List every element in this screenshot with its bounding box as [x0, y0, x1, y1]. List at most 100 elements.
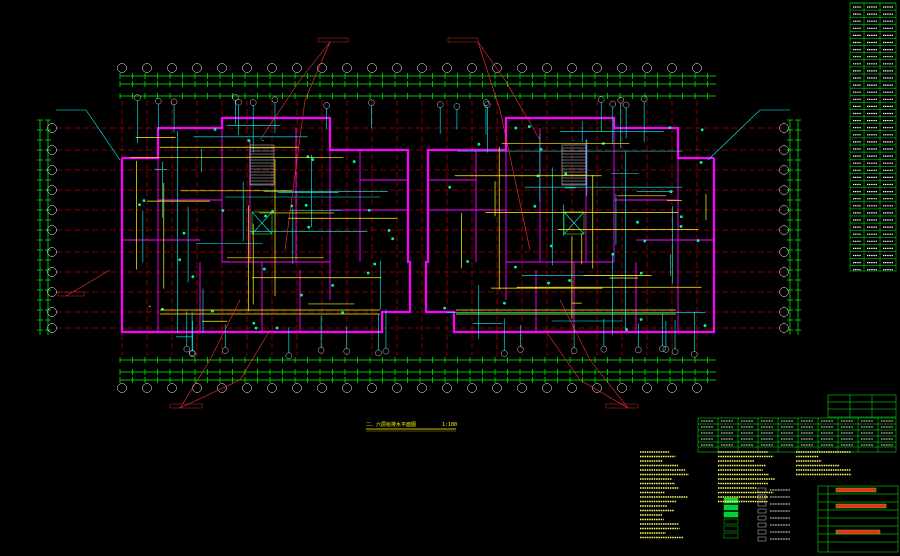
drawing-title-block: 二、六层给排水平面图 1:100 — [366, 421, 457, 432]
side-callout — [707, 109, 790, 161]
callout-bubble — [343, 348, 350, 355]
fixture-mark — [514, 265, 517, 269]
fixture-mark — [703, 324, 707, 327]
axis-bubble — [779, 145, 789, 155]
axis-bubble — [217, 383, 227, 393]
callout-bubble — [482, 99, 490, 106]
axis-bubble — [47, 123, 57, 133]
axis-bubble — [142, 383, 152, 393]
callout-bubble — [368, 99, 375, 106]
axis-bubble — [417, 63, 427, 73]
pipe-swatch — [723, 525, 739, 532]
schedule-table — [849, 2, 897, 272]
fixture-mark — [264, 214, 268, 218]
symbol-swatch — [757, 515, 767, 521]
axis-bubble — [492, 63, 502, 73]
fixture-mark — [533, 204, 537, 208]
exterior-wall — [120, 116, 412, 334]
pipe-swatch — [723, 518, 739, 525]
axis-bubble — [167, 383, 177, 393]
axis-bubble — [617, 63, 627, 73]
section-leader — [259, 41, 331, 141]
fixture-mark — [699, 161, 703, 164]
section-label — [447, 37, 479, 43]
fixture-mark — [514, 126, 518, 130]
callout-bubble — [222, 347, 229, 354]
axis-bubble — [292, 63, 302, 73]
axis-bubble — [47, 165, 57, 175]
axis-bubble — [47, 267, 57, 277]
callout-bubble — [640, 95, 648, 102]
axis-bubble — [267, 63, 277, 73]
axis-bubble — [567, 383, 577, 393]
axis-bubble — [517, 63, 527, 73]
axis-bubble — [47, 145, 57, 155]
section-leader — [179, 299, 241, 409]
axis-bubble — [392, 63, 402, 73]
fixture-mark — [352, 160, 356, 163]
axis-bubbles — [47, 63, 789, 393]
callout-bubble — [183, 345, 191, 353]
axis-bubble — [779, 165, 789, 175]
axis-bubble — [592, 63, 602, 73]
pipe-swatch — [723, 504, 739, 511]
callout-bubble — [170, 98, 178, 106]
axis-bubble — [142, 63, 152, 73]
callout-bubble — [232, 94, 239, 101]
axis-bubble — [467, 383, 477, 393]
section-leader — [477, 41, 531, 251]
callout-bubble — [271, 96, 279, 103]
fixture-mark — [252, 321, 256, 325]
design-notes — [640, 451, 852, 539]
dimension-lines — [37, 73, 801, 383]
axis-bubble — [667, 63, 677, 73]
section-leader — [544, 329, 629, 409]
axis-bubble — [417, 383, 427, 393]
axis-bubble — [367, 63, 377, 73]
fixture-mark — [625, 328, 628, 332]
symbol-swatch — [757, 529, 767, 535]
axis-bubble — [692, 63, 702, 73]
callout-bubble — [188, 349, 196, 357]
axis-bubble — [779, 247, 789, 257]
axis-bubble — [47, 247, 57, 257]
axis-bubble — [242, 383, 252, 393]
axis-bubble — [542, 383, 552, 393]
callout-bubble — [323, 102, 330, 109]
callout-bubble — [375, 349, 382, 357]
fixture-mark — [341, 311, 344, 314]
elevator-shaft — [563, 211, 585, 235]
symbol-swatch — [757, 536, 767, 542]
exterior-wall — [424, 116, 716, 334]
callout-bubble — [249, 99, 257, 106]
leader-lines — [57, 37, 639, 409]
fixture-mark — [696, 239, 700, 242]
red-note — [835, 503, 887, 509]
axis-bubble — [779, 123, 789, 133]
callout-bubble — [598, 96, 605, 103]
callout-bubble — [659, 345, 666, 352]
axis-bubble — [292, 383, 302, 393]
section-leader — [477, 41, 541, 141]
axis-bubble — [542, 63, 552, 73]
fixture-mark — [547, 281, 551, 285]
drawing-scale: 1:100 — [442, 422, 457, 428]
fixture-mark — [564, 172, 568, 176]
fixture-mark — [387, 229, 391, 232]
axis-bubble — [317, 63, 327, 73]
fixture-mark — [300, 293, 303, 297]
axis-bubble — [217, 63, 227, 73]
pipe-swatch — [723, 511, 739, 518]
axis-bubble — [342, 383, 352, 393]
axis-bubble — [47, 307, 57, 317]
legend-tables — [697, 394, 899, 553]
axis-bubble — [617, 383, 627, 393]
drain-pipes — [130, 137, 707, 322]
callout-bubble — [134, 94, 141, 101]
fixture-mark — [275, 326, 279, 330]
axis-bubble — [367, 383, 377, 393]
axis-bubble — [779, 323, 789, 333]
elevator-cross — [563, 211, 585, 235]
fixture-mark — [366, 271, 370, 275]
section-label — [317, 37, 349, 43]
